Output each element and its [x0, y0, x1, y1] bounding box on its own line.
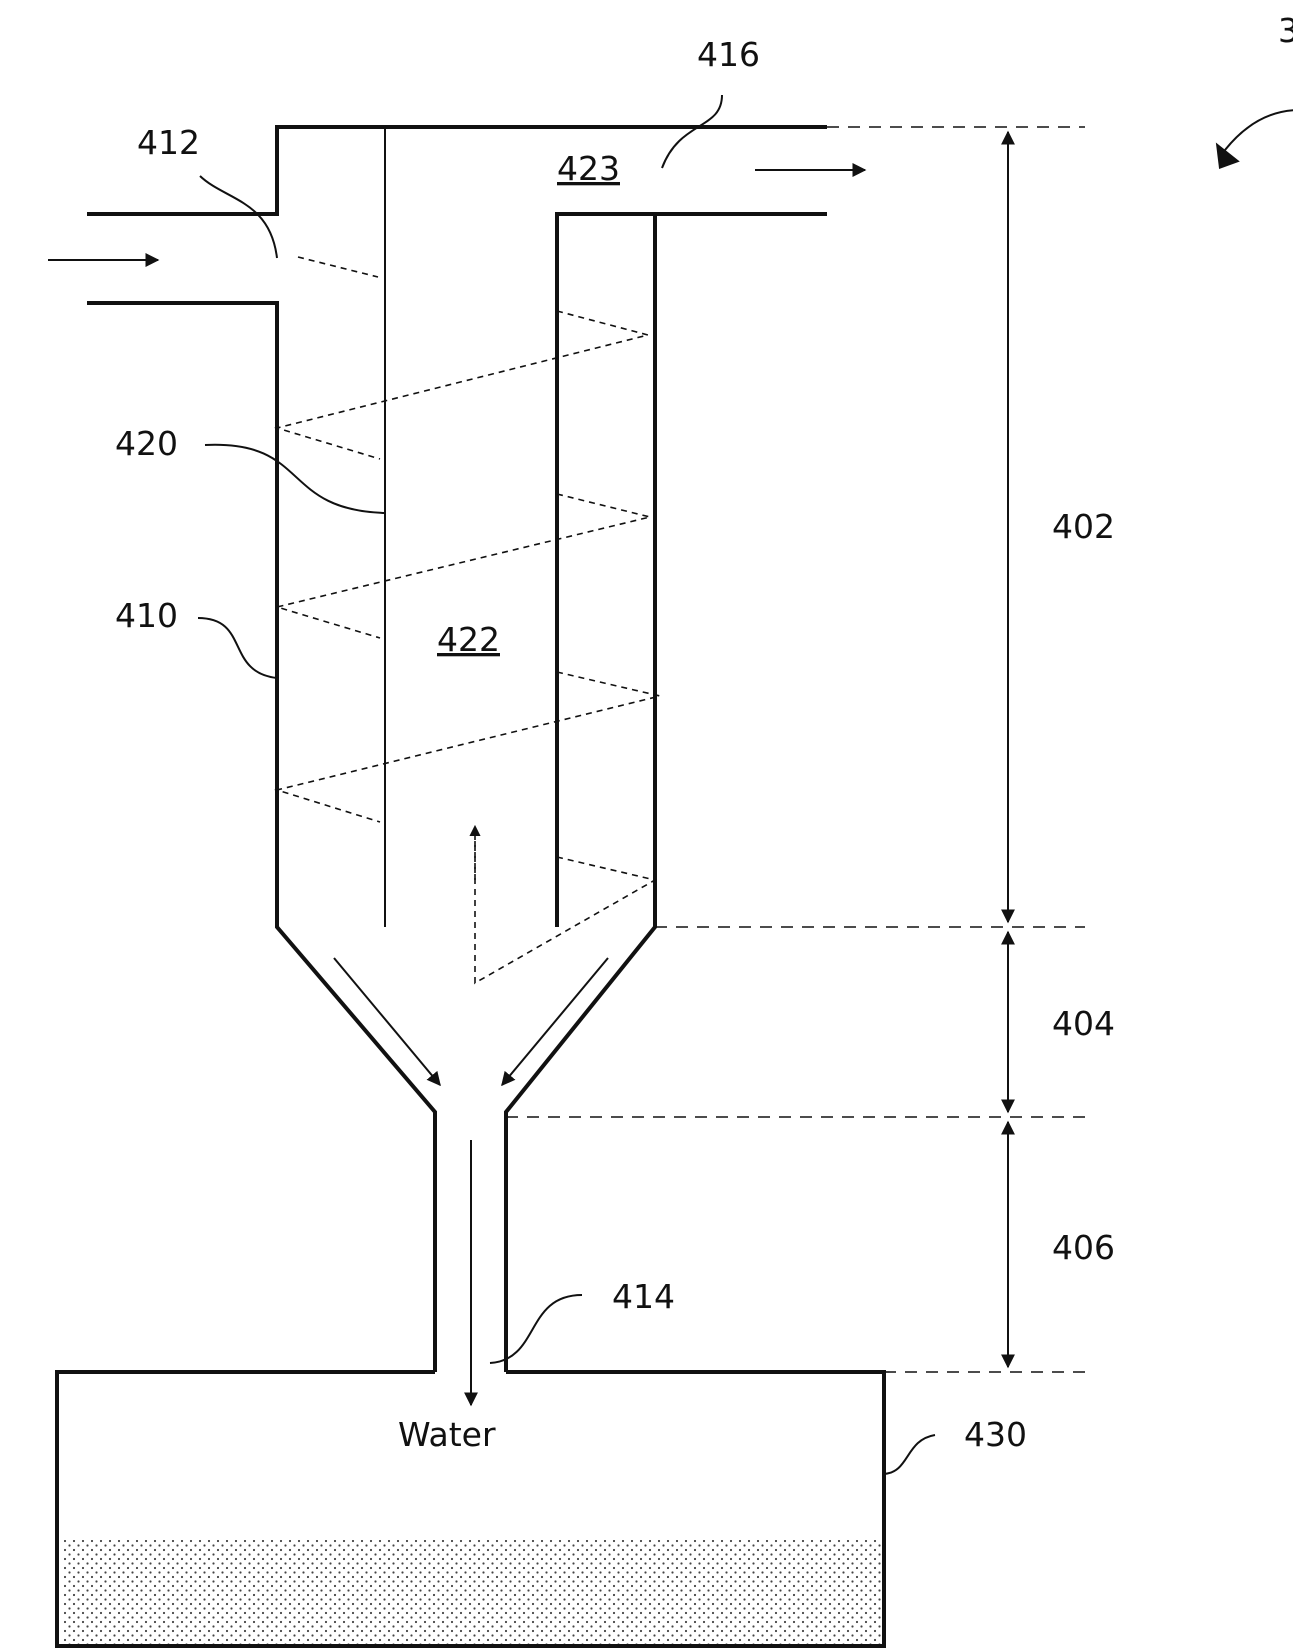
housing-right-wall	[506, 214, 655, 1372]
label-423: 423	[557, 149, 620, 188]
label-430: 430	[964, 1415, 1027, 1454]
cone-flow-arrow-right	[502, 958, 608, 1085]
leader-416	[662, 95, 722, 168]
cone-flow-arrow-left	[334, 958, 440, 1085]
label-414: 414	[612, 1277, 675, 1316]
label-412: 412	[137, 123, 200, 162]
leader-430	[884, 1435, 935, 1474]
housing-left-wall	[87, 303, 435, 1372]
dimension-guides	[506, 127, 1085, 1372]
tank-liquid	[64, 1540, 884, 1644]
label-416: 416	[697, 35, 760, 74]
label-410: 410	[115, 596, 178, 635]
label-402: 402	[1052, 507, 1115, 546]
label-422: 422	[437, 620, 500, 659]
leader-420	[205, 445, 385, 513]
label-420: 420	[115, 424, 178, 463]
water-label: Water	[398, 1415, 496, 1454]
leader-410	[198, 618, 277, 678]
label-406: 406	[1052, 1228, 1115, 1267]
leader-412	[200, 176, 277, 258]
leader-414	[490, 1295, 582, 1363]
figure-ref-leader	[1225, 110, 1293, 150]
label-404: 404	[1052, 1004, 1115, 1043]
housing-outline	[87, 127, 827, 1372]
figure-ref-label: 3	[1278, 11, 1293, 50]
figure-ref-arrowhead	[1210, 137, 1240, 169]
outlet-duct-bottom-wall	[557, 214, 827, 927]
